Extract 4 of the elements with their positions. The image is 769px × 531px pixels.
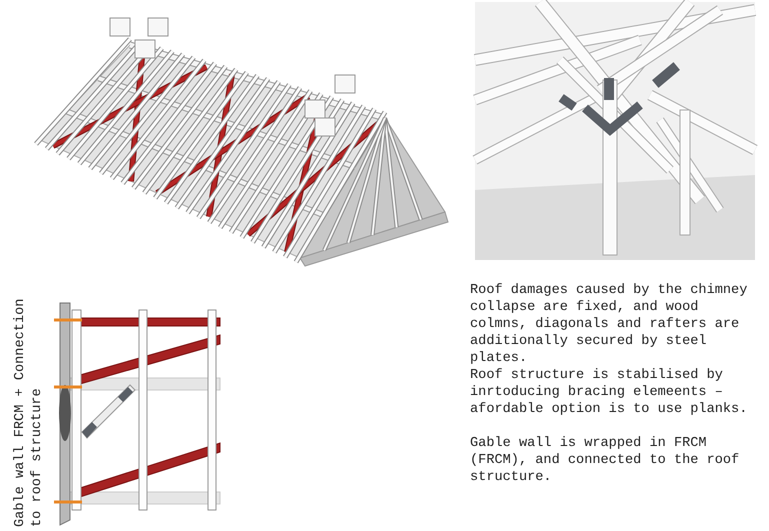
vertical-caption: Gable wall FRCM + Connection to roof structure [12,298,46,527]
description-paragraph: Roof structure is stabilised by inrtoducing bracing elemeents – afordable option is to use planks. [470,367,748,418]
description-paragraph: Gable wall is wrapped in FRCM (FRCM), and connected to the roof structure. [470,435,740,486]
description-paragraph: Roof damages caused by the chimney collapse are fixed, and wood colmns, diagonals and rafters are additionally secured by steel plates. [470,282,748,367]
